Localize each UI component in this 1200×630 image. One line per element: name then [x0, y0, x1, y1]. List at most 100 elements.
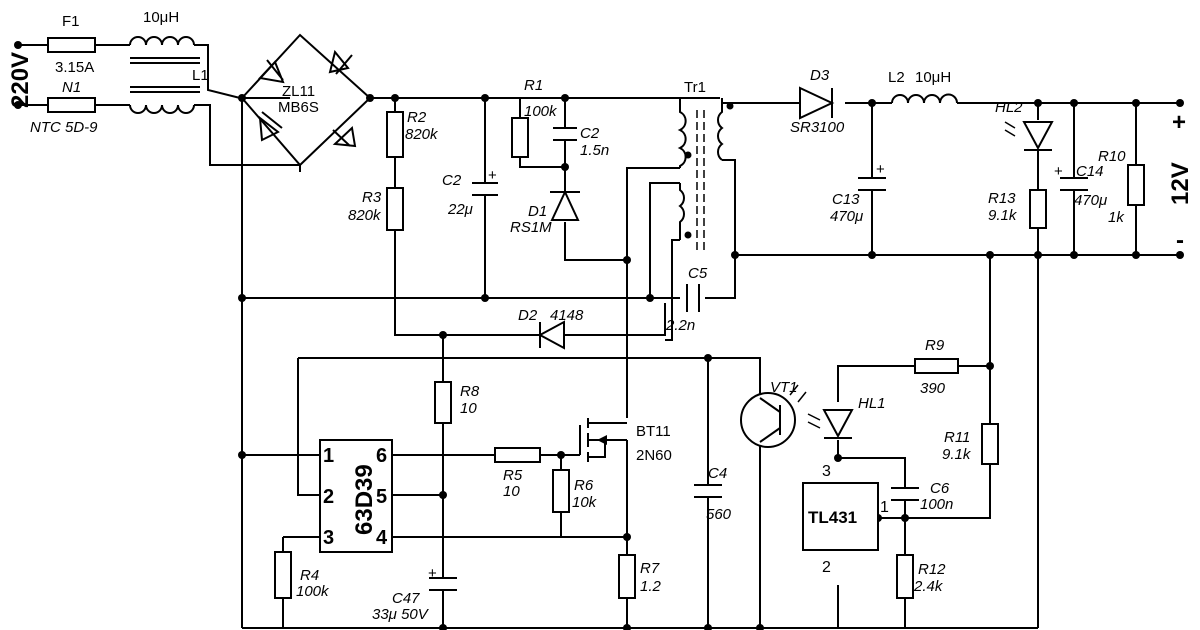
- ic1-pin-6: 6: [376, 445, 387, 467]
- c6-ref: C6: [930, 480, 950, 497]
- choke-value: 10μH: [143, 9, 179, 26]
- c13-value: 470μ: [830, 208, 863, 225]
- d2-ref: D2: [518, 307, 538, 324]
- c4-value: 560: [706, 506, 732, 523]
- diode-d3: D3 SR3100: [790, 67, 845, 136]
- fuse-value: 3.15A: [55, 59, 94, 76]
- junctions: [14, 41, 1184, 630]
- mosfet-bt11: BT11 2N60: [579, 418, 672, 464]
- output-voltage-label: 12V: [1167, 162, 1194, 205]
- transistor-vt1: VT1: [740, 379, 807, 448]
- c47-value: 33μ 50V: [372, 606, 430, 623]
- ic1-pin-3: 3: [323, 527, 334, 549]
- input-voltage-label: 220V: [7, 52, 34, 108]
- r9-value: 390: [920, 380, 946, 397]
- r6-value: 10k: [572, 494, 598, 511]
- c14-plus: +: [1054, 163, 1063, 180]
- wires: [18, 44, 1180, 629]
- fuse-ref: F1: [62, 13, 80, 30]
- resistor-r11: R11 9.1k: [942, 423, 999, 465]
- r2-ref: R2: [407, 109, 427, 126]
- r11-ref: R11: [944, 429, 970, 446]
- diode-d2: D2 4148: [518, 307, 584, 350]
- r10-ref: R10: [1098, 148, 1126, 165]
- capacitor-c4: C4 560: [694, 465, 732, 523]
- hl1-ref: HL1: [858, 395, 886, 412]
- capacitor-c47: + C47 33μ 50V: [372, 565, 457, 623]
- r9-ref: R9: [925, 337, 945, 354]
- transformer-tr1: Tr1: [677, 79, 734, 250]
- c47-ref: C47: [392, 590, 420, 607]
- c6-value: 100n: [920, 496, 953, 513]
- c2b-ref: C2: [442, 172, 462, 189]
- r5-ref: R5: [503, 467, 523, 484]
- r8-value: 10: [460, 400, 477, 417]
- capacitor-c14: + C14 470μ: [1054, 163, 1107, 209]
- vt1-ref: VT1: [770, 379, 798, 396]
- c14-value: 470μ: [1074, 192, 1107, 209]
- led-hl2: HL2: [995, 99, 1054, 151]
- l2-value: 10μH: [915, 69, 951, 86]
- resistor-r8: R8 10: [434, 381, 480, 424]
- choke-l1: 10μH L1: [129, 9, 209, 114]
- bridge-ref: ZL11: [282, 83, 315, 100]
- c14-ref: C14: [1076, 163, 1104, 180]
- capacitor-c2-22u: + C2 22μ: [442, 167, 498, 218]
- resistor-r10: R10 1k: [1098, 148, 1145, 226]
- r7-ref: R7: [640, 560, 660, 577]
- capacitor-c5: C5 2.2n: [665, 265, 708, 334]
- r1-value: 100k: [524, 103, 558, 120]
- inductor-l2: L2 10μH: [888, 69, 958, 104]
- r3-ref: R3: [362, 189, 382, 206]
- r3-value: 820k: [348, 207, 382, 224]
- c47-plus: +: [428, 565, 437, 582]
- resistor-r2: R2 820k: [386, 109, 439, 158]
- resistor-r5: R5 10: [494, 447, 541, 500]
- led-hl1: HL1: [807, 395, 886, 439]
- resistor-r6: R6 10k: [552, 469, 598, 513]
- r12-value: 2.4k: [913, 578, 944, 595]
- bridge-rectifier: ZL11 MB6S: [240, 33, 372, 167]
- d1-value: RS1M: [510, 219, 552, 236]
- diode-d1: D1 RS1M: [510, 189, 580, 236]
- capacitor-c13: + C13 470μ: [830, 161, 886, 225]
- r4-ref: R4: [300, 567, 319, 584]
- mosfet-ref: BT11: [636, 423, 671, 440]
- ic-tl431: TL431 3 1 2: [802, 463, 889, 576]
- fuse-f1: F1 3.15A: [47, 13, 96, 76]
- ntc-value: NTC 5D-9: [30, 119, 98, 136]
- ic1-name: 63D39: [351, 464, 378, 535]
- r6-ref: R6: [574, 477, 594, 494]
- resistor-r4: R4 100k: [274, 551, 330, 600]
- d3-value: SR3100: [790, 119, 845, 136]
- ic1-pin-4: 4: [376, 527, 388, 549]
- tr1-ref: Tr1: [684, 79, 706, 96]
- r10-value: 1k: [1108, 209, 1125, 226]
- bridge-value: MB6S: [278, 99, 319, 116]
- resistor-r1: R1 100k: [511, 77, 558, 158]
- ntc-ref: N1: [62, 79, 81, 96]
- l2-ref: L2: [888, 69, 905, 86]
- ic2-pin-1: 1: [880, 499, 889, 516]
- r1-ref: R1: [524, 77, 543, 94]
- c2b-value: 22μ: [447, 201, 473, 218]
- output-plus: +: [1172, 109, 1186, 136]
- r13-value: 9.1k: [988, 207, 1018, 224]
- c13-plus: +: [876, 161, 885, 178]
- c2a-ref: C2: [580, 125, 600, 142]
- d1-ref: D1: [528, 203, 547, 220]
- r11-value: 9.1k: [942, 446, 972, 463]
- resistor-r3: R3 820k: [348, 187, 404, 231]
- ic2-pin-2: 2: [822, 559, 831, 576]
- c4-ref: C4: [708, 465, 727, 482]
- ic1-pin-1: 1: [323, 445, 334, 467]
- resistor-r12: R12 2.4k: [896, 554, 946, 599]
- resistor-r13: R13 9.1k: [988, 189, 1047, 229]
- ic2-name: TL431: [808, 508, 857, 527]
- capacitor-c6: C6 100n: [891, 480, 953, 513]
- choke-ref: L1: [192, 67, 209, 84]
- d3-ref: D3: [810, 67, 830, 84]
- mosfet-value: 2N60: [636, 447, 672, 464]
- r2-value: 820k: [405, 126, 439, 143]
